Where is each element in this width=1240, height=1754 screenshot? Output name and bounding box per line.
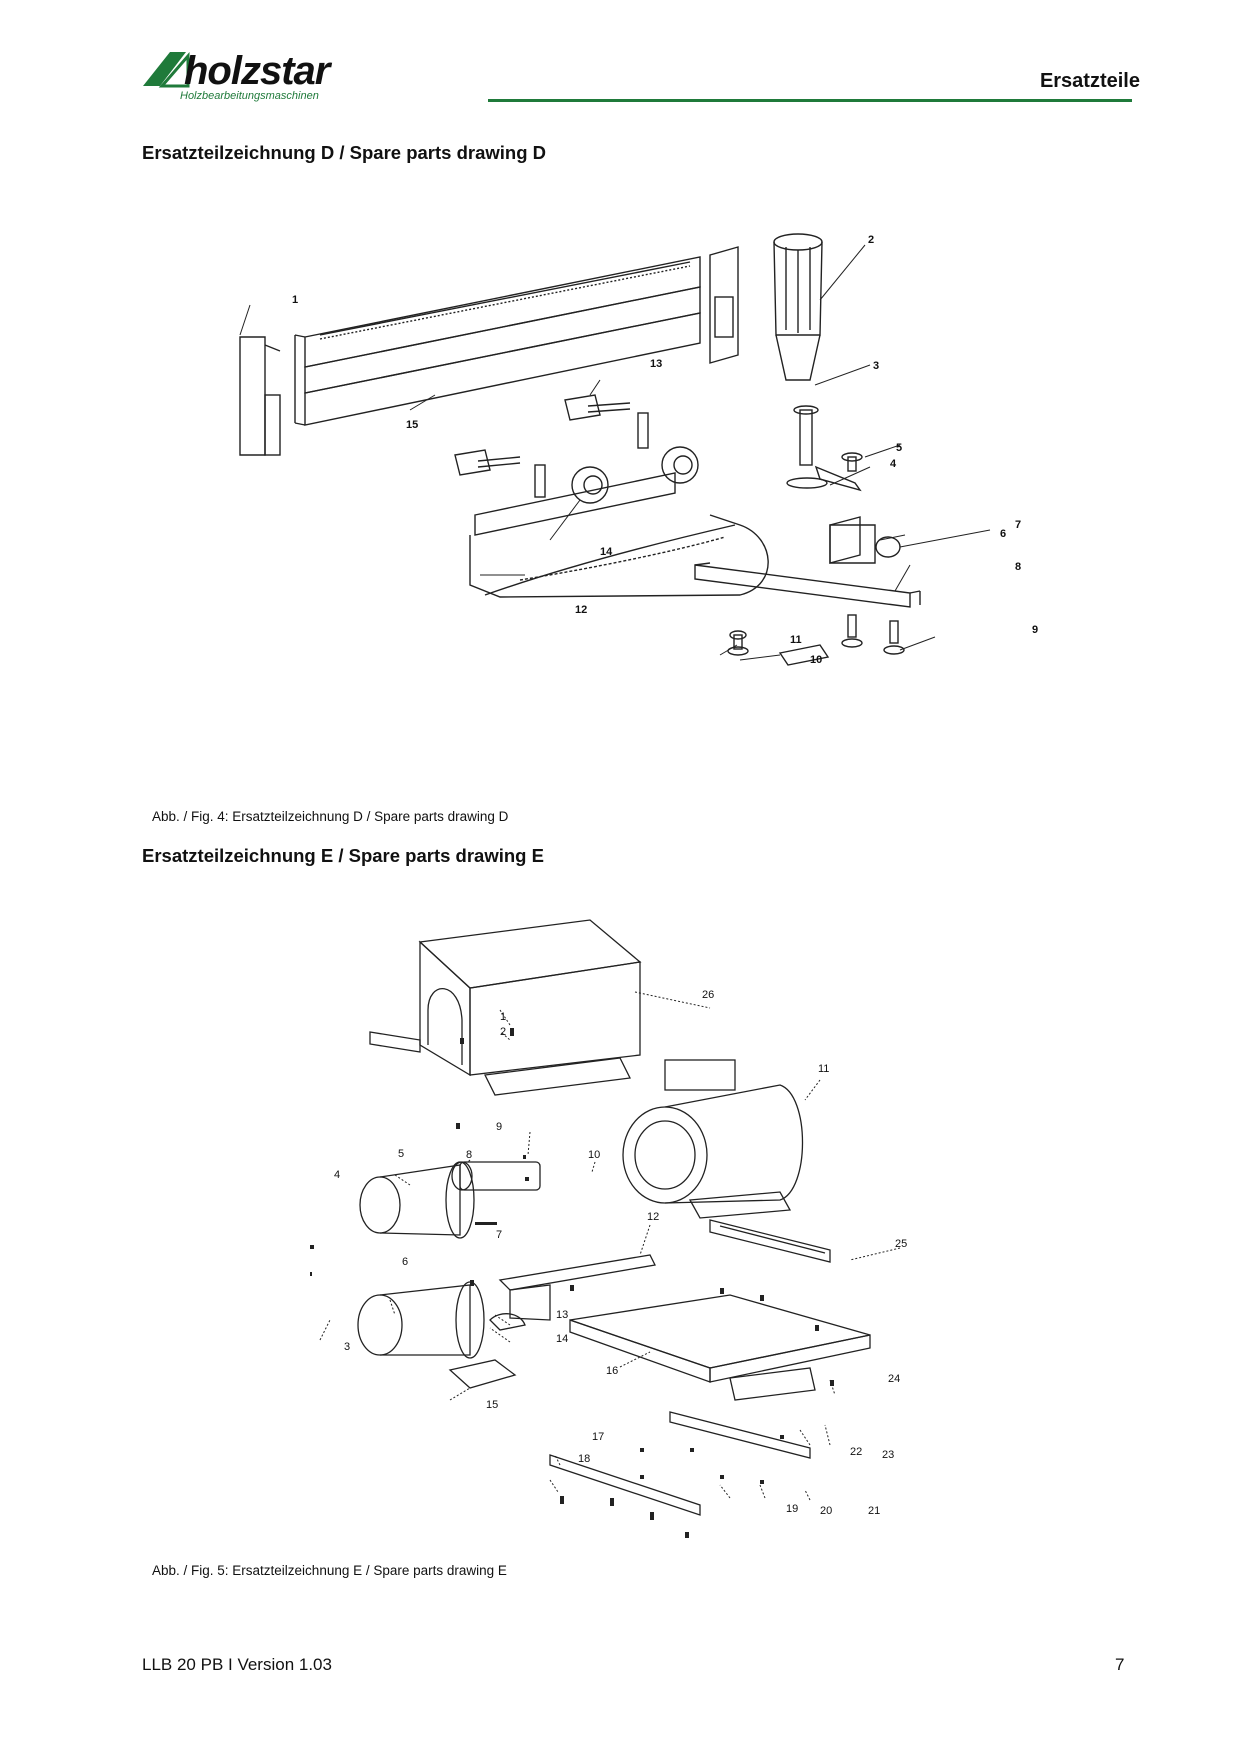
part-label: 2 — [500, 1026, 506, 1038]
part-label: 15 — [406, 419, 418, 431]
part-label: 3 — [344, 1341, 350, 1353]
spare-parts-drawing-e: 26 1 2 11 9 5 8 10 4 12 7 6 13 25 3 14 1… — [310, 900, 990, 1540]
part-label: 4 — [334, 1169, 340, 1181]
page-number: 7 — [1115, 1655, 1125, 1674]
part-label: 26 — [702, 989, 714, 1001]
spare-parts-drawing-d: 1 2 3 4 5 6 7 8 9 10 11 12 13 14 15 — [220, 225, 1080, 765]
part-label: 19 — [786, 1503, 798, 1515]
part-label: 6 — [1000, 528, 1006, 540]
part-label: 12 — [647, 1211, 659, 1223]
section-title: Ersatzteile — [1039, 70, 1140, 92]
part-label: 15 — [486, 1399, 498, 1411]
part-label: 9 — [496, 1121, 502, 1133]
part-label: 3 — [873, 360, 879, 372]
part-label: 20 — [820, 1505, 832, 1517]
part-label: 7 — [496, 1229, 502, 1241]
brand-subtitle: Holzbearbeitungsmaschinen — [180, 90, 319, 102]
part-label: 17 — [592, 1431, 604, 1443]
drawing-e-caption: Abb. / Fig. 5: Ersatzteilzeichnung E / S… — [152, 1563, 507, 1578]
drawing-d-heading: Ersatzteilzeichnung D / Spare parts draw… — [142, 142, 547, 163]
part-label: 23 — [882, 1449, 894, 1461]
part-label: 21 — [868, 1505, 880, 1517]
part-label: 22 — [850, 1446, 862, 1458]
part-label: 2 — [868, 234, 874, 246]
part-label: 10 — [810, 654, 822, 666]
brand-name: holzstar — [184, 49, 333, 93]
part-label: 12 — [575, 604, 587, 616]
part-label: 7 — [1015, 519, 1021, 531]
part-label: 13 — [556, 1309, 568, 1321]
part-label: 8 — [466, 1149, 472, 1161]
part-label: 11 — [818, 1063, 829, 1075]
part-label: 10 — [588, 1149, 600, 1161]
brand-logo: holzstar Holzbearbeitungsmaschinen — [140, 46, 420, 106]
part-label: 4 — [890, 458, 897, 470]
part-label: 18 — [578, 1453, 590, 1465]
part-label: 5 — [398, 1148, 404, 1160]
part-label: 5 — [896, 442, 902, 454]
part-label: 25 — [895, 1238, 907, 1250]
part-label: 6 — [402, 1256, 408, 1268]
part-label: 24 — [888, 1373, 900, 1385]
part-label: 16 — [606, 1365, 618, 1377]
part-label: 13 — [650, 358, 662, 370]
part-label: 1 — [292, 294, 298, 306]
part-label: 11 — [790, 634, 802, 646]
document-version: LLB 20 PB I Version 1.03 — [142, 1655, 332, 1674]
header-divider — [488, 99, 1132, 102]
drawing-d-caption: Abb. / Fig. 4: Ersatzteilzeichnung D / S… — [152, 809, 509, 824]
part-label: 14 — [600, 546, 613, 558]
part-label: 14 — [556, 1333, 568, 1345]
drawing-e-heading: Ersatzteilzeichnung E / Spare parts draw… — [142, 845, 544, 866]
part-label: 8 — [1015, 561, 1021, 573]
part-label: 9 — [1032, 624, 1038, 636]
part-label: 1 — [500, 1011, 506, 1023]
